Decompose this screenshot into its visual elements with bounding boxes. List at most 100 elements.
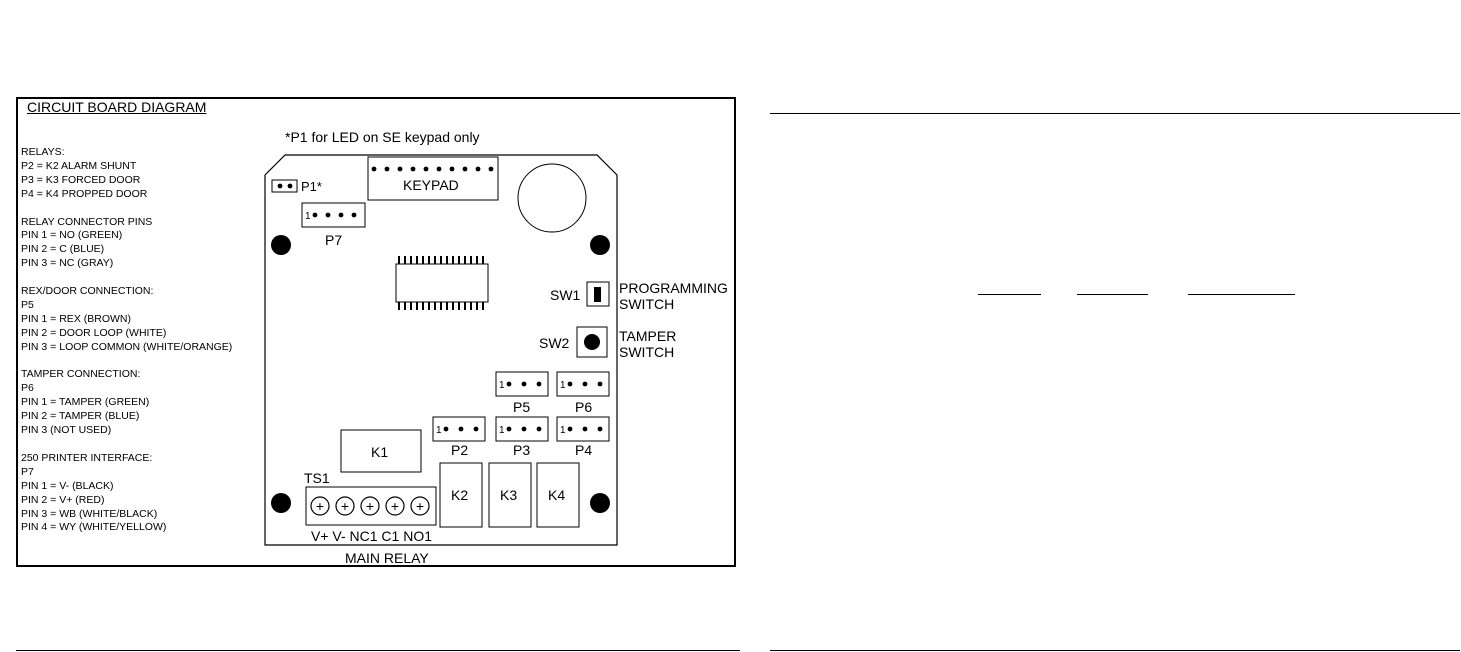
blank-line-3 [1188, 294, 1295, 295]
terminal-plus: + [341, 498, 349, 514]
ts1-label: TS1 [304, 470, 330, 486]
p1-label: P1* [301, 179, 322, 194]
legend-line: P3 = K3 FORCED DOOR [21, 173, 141, 186]
legend-line: 250 PRINTER INTERFACE: [21, 451, 153, 464]
legend-line: PIN 2 = TAMPER (BLUE) [21, 410, 140, 423]
p1-pin [287, 183, 293, 189]
ts1-terminal-block [305, 486, 437, 526]
mounting-hole-top-right [590, 235, 610, 255]
p6-label: P6 [575, 399, 592, 415]
diagram-title: CIRCUIT BOARD DIAGRAM [27, 99, 207, 115]
tamper-switch-label-1: TAMPER [619, 328, 676, 344]
p6-pin1-marker: 1 [560, 380, 566, 391]
terminal-plus: + [366, 498, 374, 514]
legend-line: TAMPER CONNECTION: [21, 368, 141, 381]
legend-line: P7 [21, 465, 34, 478]
sw1-lever [594, 287, 601, 302]
k1-relay [340, 429, 422, 473]
k1-label: K1 [371, 444, 388, 460]
terminal-plus: + [316, 498, 324, 514]
legend-line: PIN 1 = NO (GREEN) [21, 229, 123, 242]
keypad-label: KEYPAD [403, 177, 459, 193]
legend-line: P2 = K2 ALARM SHUNT [21, 159, 137, 172]
legend-line: PIN 3 = WB (WHITE/BLACK) [21, 507, 158, 520]
sw2-button [584, 334, 600, 350]
legend-line: RELAY CONNECTOR PINS [21, 215, 153, 228]
p5-label: P5 [513, 399, 530, 415]
mounting-hole-bottom-right [590, 493, 610, 513]
board-outline [264, 154, 618, 546]
legend-line: PIN 2 = V+ (RED) [21, 493, 105, 506]
k2-relay [439, 462, 483, 528]
legend-line: PIN 3 (NOT USED) [21, 424, 112, 437]
p2-label: P2 [451, 442, 468, 458]
p7-connector [301, 202, 366, 228]
ts1-terminals [310, 496, 430, 516]
bottom-rule-right [770, 650, 1460, 651]
sw1-switch [586, 281, 610, 307]
ic-chip [395, 256, 489, 310]
bottom-rule-left [16, 650, 740, 651]
sw2-label: SW2 [539, 335, 570, 351]
p1-connector [271, 179, 298, 193]
k2-label: K2 [451, 487, 468, 503]
legend-line: PIN 2 = DOOR LOOP (WHITE) [21, 326, 167, 339]
p3-connector [495, 416, 549, 442]
programming-switch-label-1: PROGRAMMING [619, 280, 728, 296]
keypad-pins [371, 166, 494, 172]
p1-note: *P1 for LED on SE keypad only [285, 129, 480, 145]
mounting-hole-bottom-left [271, 493, 291, 513]
k4-label: K4 [548, 487, 565, 503]
mounting-hole-top-left [271, 235, 291, 255]
p5-pin1-marker: 1 [499, 380, 505, 391]
legend-line: PIN 2 = C (BLUE) [21, 243, 105, 256]
top-rule-right [770, 113, 1460, 114]
terminal-plus: + [391, 498, 399, 514]
p7-pin1-marker: 1 [305, 211, 311, 222]
p1-pin [277, 183, 283, 189]
legend-line: P6 [21, 382, 34, 395]
sw1-label: SW1 [550, 287, 581, 303]
legend-line: RELAYS: [21, 146, 65, 158]
programming-switch-label-2: SWITCH [619, 296, 674, 312]
k4-relay [536, 462, 580, 528]
p2-connector [432, 416, 486, 442]
p4-label: P4 [575, 442, 592, 458]
legend-line: PIN 3 = LOOP COMMON (WHITE/ORANGE) [21, 340, 233, 353]
p4-pin1-marker: 1 [560, 425, 566, 436]
k3-relay [488, 462, 532, 528]
legend-line: REX/DOOR CONNECTION: [21, 285, 154, 298]
blank-line-2 [1077, 294, 1148, 295]
p3-pin1-marker: 1 [499, 425, 505, 436]
legend-line: P4 = K4 PROPPED DOOR [21, 187, 148, 200]
p5-connector [495, 371, 549, 397]
p2-pin1-marker: 1 [436, 425, 442, 436]
legend-line: PIN 1 = V- (BLACK) [21, 479, 114, 492]
p4-connector [556, 416, 610, 442]
legend-line: PIN 4 = WY (WHITE/YELLOW) [21, 521, 167, 534]
terminal-plus: + [416, 498, 424, 514]
legend-line: PIN 3 = NC (GRAY) [21, 257, 114, 270]
legend-line: P5 [21, 298, 34, 311]
main-relay-label: MAIN RELAY [345, 550, 429, 566]
p7-label: P7 [325, 232, 342, 248]
legend-line: PIN 1 = REX (BROWN) [21, 312, 131, 325]
tamper-switch-label-2: SWITCH [619, 344, 674, 360]
legend-line: PIN 1 = TAMPER (GREEN) [21, 396, 150, 409]
buzzer-circle [517, 163, 587, 233]
sw2-switch [576, 326, 608, 358]
k3-label: K3 [500, 487, 517, 503]
p6-connector [556, 371, 610, 397]
blank-line-1 [978, 294, 1041, 295]
p3-label: P3 [513, 442, 530, 458]
keypad-connector [367, 156, 499, 201]
diagram-frame [16, 97, 736, 567]
terminal-row-labels: V+ V- NC1 C1 NO1 [311, 528, 432, 544]
